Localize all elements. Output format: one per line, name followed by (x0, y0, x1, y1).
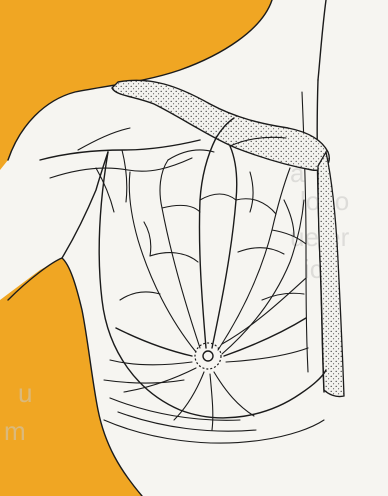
lymph-network (104, 118, 308, 431)
neck-line (318, 0, 326, 80)
breast-outline (99, 152, 326, 418)
ochre-background-side (0, 258, 142, 496)
svg-text:m: m (4, 416, 26, 446)
areola (195, 343, 221, 369)
nipple (203, 351, 213, 361)
svg-text:u: u (18, 378, 32, 408)
clavicle-lymph-trunk (112, 80, 329, 170)
axillary-vessels (40, 128, 200, 212)
